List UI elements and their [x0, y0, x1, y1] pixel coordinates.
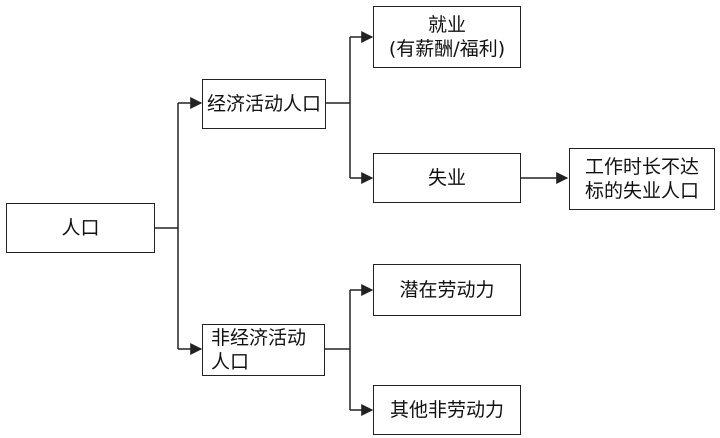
node-economically-inactive-label: 非经济活动 人口 [211, 327, 307, 373]
node-population-label: 人口 [61, 217, 100, 239]
node-economically-active-label: 经济活动人口 [206, 93, 321, 115]
node-unemployed-label: 失业 [427, 167, 466, 189]
node-potential-labor-force: 潜在劳动力 [373, 264, 521, 316]
node-population: 人口 [6, 203, 155, 253]
node-employed-label: 就业 (有薪酬/福利) [388, 14, 506, 60]
node-economically-inactive: 非经济活动 人口 [202, 324, 325, 376]
node-other-non-labor-force: 其他非劳动力 [373, 385, 521, 435]
node-unemployed: 失业 [373, 153, 521, 203]
node-other-non-labor-force-label: 其他非劳动力 [389, 399, 504, 421]
node-underemployed-label: 工作时长不达 标的失业人口 [584, 156, 699, 202]
node-employed: 就业 (有薪酬/福利) [373, 6, 521, 68]
node-underemployed: 工作时长不达 标的失业人口 [569, 148, 715, 210]
node-economically-active: 经济活动人口 [202, 79, 326, 129]
node-potential-labor-force-label: 潜在劳动力 [399, 279, 495, 301]
